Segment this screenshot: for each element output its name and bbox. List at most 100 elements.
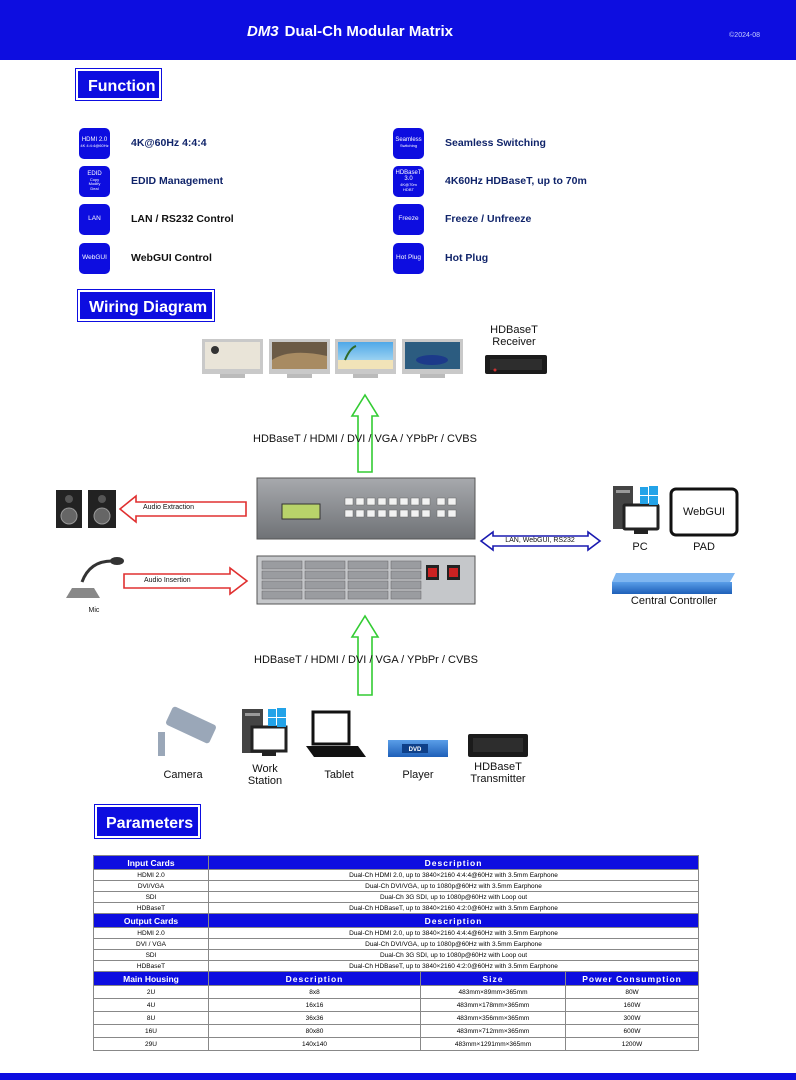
table-cell: HDMI 2.0 bbox=[93, 927, 209, 939]
table-cell: HDBaseT bbox=[93, 960, 209, 972]
table-header-cell: Input Cards bbox=[93, 855, 209, 870]
icon-caption: Seamless bbox=[395, 137, 422, 144]
audio-insertion-label: Audio Insertion bbox=[144, 577, 191, 584]
pc-label: PC bbox=[632, 541, 648, 553]
table-header-cell: Main Housing bbox=[93, 971, 209, 986]
table-cell: SDI bbox=[93, 949, 209, 961]
table-cell: Dual-Ch 3G SDI, up to 1080p@60Hz with Lo… bbox=[207, 949, 700, 961]
monitor-icon bbox=[202, 339, 263, 378]
table-cell: Dual-Ch HDMI 2.0, up to 3840×2160 4:4:4@… bbox=[207, 869, 700, 881]
function-label: Seamless Switching bbox=[445, 137, 546, 149]
table-cell: Dual-Ch DVI/VGA, up to 1080p@60Hz with 3… bbox=[207, 938, 700, 950]
function-label: Hot Plug bbox=[445, 252, 489, 264]
table-cell: 483mm×89mm×365mm bbox=[420, 985, 566, 999]
icon-caption: Switching bbox=[399, 143, 418, 149]
input-arrow bbox=[350, 614, 380, 696]
function-label: 4K@60Hz 4:4:4 bbox=[131, 137, 207, 149]
source-label-tablet: Tablet bbox=[324, 769, 354, 781]
table-cell: 160W bbox=[564, 998, 700, 1012]
function-label: EDID Management bbox=[131, 175, 224, 187]
icon-caption: Deal bbox=[90, 185, 99, 191]
hotplug-icon: Hot Plug bbox=[393, 242, 424, 274]
table-cell: 16U bbox=[93, 1024, 209, 1038]
table-cell: Dual-Ch HDBaseT, up to 3840×2160 4:2:0@6… bbox=[207, 960, 700, 972]
output-monitors bbox=[202, 339, 463, 378]
table-cell: HDBaseT bbox=[93, 902, 209, 914]
icon-caption: 4K@70m bbox=[400, 182, 417, 188]
workstation-icon bbox=[242, 708, 288, 756]
function-label: Freeze / Unfreeze bbox=[445, 213, 532, 225]
function-label: LAN / RS232 Control bbox=[131, 213, 234, 225]
hdbaset-receiver-icon bbox=[485, 355, 547, 374]
table-cell: DVI/VGA bbox=[93, 880, 209, 892]
mic-label: Mic bbox=[88, 607, 100, 614]
icon-caption: Hot Plug bbox=[396, 254, 421, 262]
table-cell: 140x140 bbox=[208, 1037, 421, 1051]
source-label-player: Player bbox=[402, 769, 434, 781]
control-link-arrow bbox=[479, 530, 602, 552]
icon-caption: LAN bbox=[88, 215, 101, 223]
monitor-icon bbox=[335, 339, 396, 378]
control-link-label: LAN, WebGUI, RS232 bbox=[505, 537, 575, 544]
source-label-camera: Camera bbox=[163, 769, 203, 781]
function-label: WebGUI Control bbox=[131, 252, 212, 264]
section-wiring-label: Wiring Diagram bbox=[77, 289, 215, 322]
icon-caption: Modify bbox=[88, 181, 101, 187]
table-cell: 483mm×178mm×365mm bbox=[420, 998, 566, 1012]
table-cell: 80x80 bbox=[208, 1024, 421, 1038]
function-item: Hot Plug Hot Plug bbox=[393, 242, 488, 274]
central-controller-icon bbox=[612, 573, 735, 594]
svg-text:DVD: DVD bbox=[409, 747, 422, 753]
table-cell: DVI / VGA bbox=[93, 938, 209, 950]
icon-caption: EDID bbox=[87, 170, 102, 177]
function-item: LAN LAN / RS232 Control bbox=[79, 203, 234, 235]
speakers-icon bbox=[56, 490, 116, 528]
table-header-cell: Power Consumption bbox=[564, 971, 700, 986]
monitor-icon bbox=[269, 339, 330, 378]
camera-icon bbox=[158, 706, 216, 756]
matrix-control-unit bbox=[256, 477, 476, 540]
table-header-cell: Description bbox=[207, 913, 700, 928]
table-cell: 300W bbox=[564, 1011, 700, 1025]
table-cell: 4U bbox=[93, 998, 209, 1012]
table-cell: 600W bbox=[564, 1024, 700, 1038]
pad-icon bbox=[669, 487, 739, 537]
icon-caption: Copy bbox=[89, 176, 100, 182]
audio-insertion-arrow bbox=[123, 566, 249, 596]
audio-extraction-label: Audio Extraction bbox=[143, 504, 194, 511]
table-cell: 29U bbox=[93, 1037, 209, 1051]
table-header-cell: Size bbox=[420, 971, 566, 986]
table-cell: 2U bbox=[93, 985, 209, 999]
icon-caption: Freeze bbox=[398, 215, 419, 223]
webgui-screen-label: WebGUI bbox=[683, 506, 725, 518]
section-parameters-label: Parameters bbox=[94, 804, 201, 839]
model-name: DM3 bbox=[246, 23, 279, 40]
publish-date: ©2024-08 bbox=[729, 32, 760, 39]
function-label: 4K60Hz HDBaseT, up to 70m bbox=[445, 175, 587, 187]
icon-caption: 4K 4:4:4@60Hz bbox=[80, 143, 109, 149]
icon-caption: HDMI 2.0 bbox=[81, 137, 108, 144]
